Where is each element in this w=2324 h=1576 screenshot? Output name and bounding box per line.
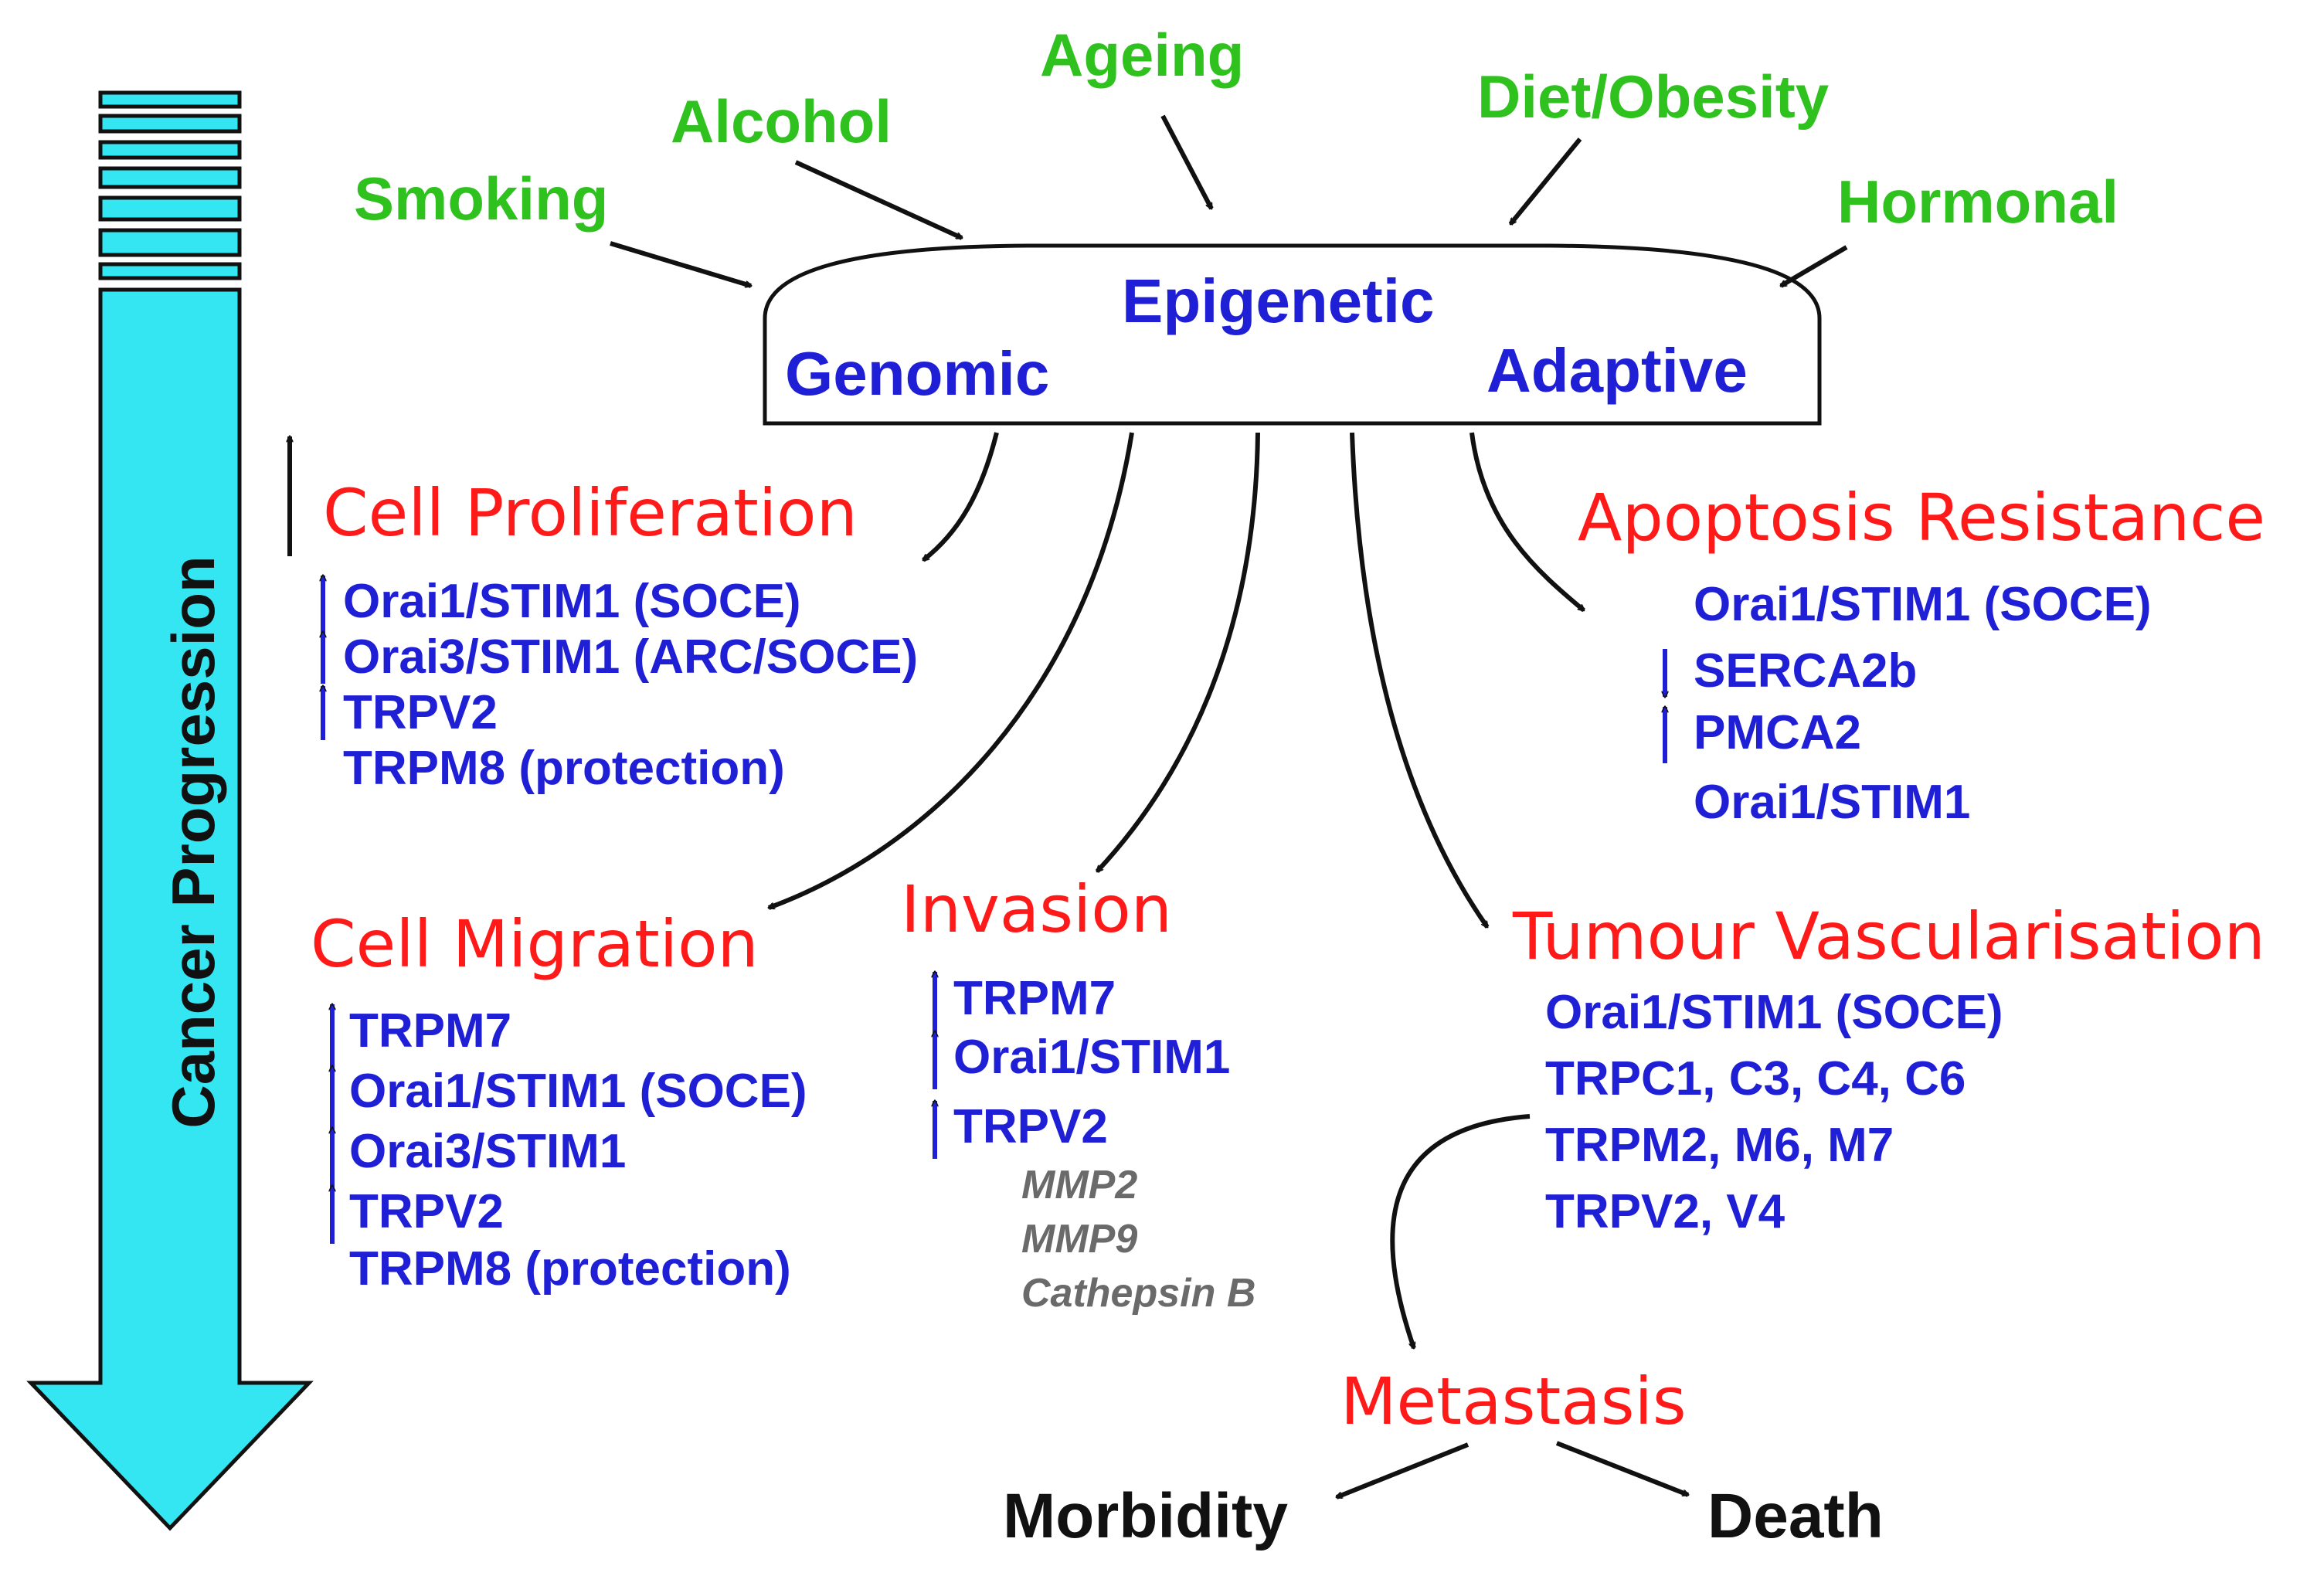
- factor-diet-obesity: Diet/Obesity: [1477, 63, 1830, 131]
- arrow-diet: [1508, 138, 1582, 224]
- category-invasion: Invasion: [901, 871, 1172, 947]
- outcome-morbidity: Morbidity: [1003, 1481, 1288, 1551]
- arrow-to-morbidity: [1337, 1442, 1469, 1500]
- hub-label-adaptive: Adaptive: [1486, 336, 1748, 405]
- list-item: Orai3/STIM1: [349, 1125, 627, 1178]
- enzyme-item: MMP9: [1021, 1217, 1138, 1262]
- arrow-to-metastasis: [1390, 1114, 1531, 1348]
- list-item: Orai1/STIM1 (SOCE): [1694, 578, 2152, 631]
- list-item: TRPM2, M6, M7: [1545, 1119, 1894, 1172]
- hub-label-epigenetic: Epigenetic: [1122, 267, 1435, 335]
- arrow-to-vascularisation: [1350, 432, 1490, 927]
- enzyme-item: MMP2: [1021, 1163, 1138, 1207]
- factor-alcohol: Alcohol: [671, 87, 892, 155]
- arrow-to-apoptosis: [1469, 432, 1584, 613]
- category-cell-migration: Cell Migration: [311, 906, 759, 982]
- list-item: PMCA2: [1694, 706, 1862, 759]
- list-item: TRPV2: [343, 686, 498, 739]
- list-item: Orai1/STIM1 (SOCE): [349, 1065, 807, 1118]
- category-metastasis: Metastasis: [1340, 1364, 1687, 1439]
- enzyme-item: Cathepsin B: [1021, 1271, 1256, 1316]
- arrow-smoking: [610, 241, 751, 286]
- hub-label-genomic: Genomic: [785, 339, 1050, 408]
- list-item: TRPV2: [953, 1100, 1108, 1153]
- list-item: TRPM8 (protection): [349, 1242, 791, 1296]
- list-item: TRPM8 (protection): [343, 742, 785, 795]
- list-item: TRPV2: [349, 1185, 504, 1238]
- list-item: TRPV2, V4: [1545, 1185, 1785, 1238]
- arrow-to-death: [1555, 1441, 1688, 1497]
- category-tumour-vascularisation: Tumour Vascularisation: [1513, 898, 2265, 974]
- outcome-death: Death: [1707, 1481, 1884, 1551]
- list-item: Orai1/STIM1: [1694, 776, 1971, 829]
- list-item: Orai1/STIM1 (SOCE): [1545, 986, 2003, 1039]
- list-item: TRPC1, C3, C4, C6: [1545, 1052, 1966, 1106]
- factor-ageing: Ageing: [1040, 21, 1245, 89]
- list-item: TRPM7: [953, 972, 1116, 1025]
- list-item: Orai1/STIM1 (SOCE): [343, 575, 801, 628]
- connector-arrows: [290, 114, 1848, 1500]
- cancer-progression-label: Cancer Progression: [159, 555, 227, 1129]
- arrow-to-proliferation: [923, 432, 999, 562]
- arrow-hormonal: [1781, 245, 1848, 288]
- factor-hormonal: Hormonal: [1837, 168, 2119, 236]
- arrow-to-invasion: [1095, 432, 1260, 871]
- hub-shape: [763, 243, 1822, 426]
- arrow-to-migration: [769, 432, 1134, 910]
- category-cell-proliferation: Cell Proliferation: [323, 475, 858, 551]
- arrow-ageing: [1160, 114, 1214, 209]
- factor-smoking: Smoking: [354, 165, 609, 233]
- regulation-arrows: [323, 576, 1665, 1244]
- arrow-alcohol: [794, 160, 962, 240]
- list-item: TRPM7: [349, 1004, 512, 1058]
- cancer-progression-arrow: [26, 90, 314, 1531]
- category-apoptosis-resistance: Apoptosis Resistance: [1578, 480, 2266, 555]
- list-item: Orai3/STIM1 (ARC/SOCE): [343, 630, 919, 684]
- list-item: Orai1/STIM1: [953, 1031, 1231, 1084]
- list-item: SERCA2b: [1694, 644, 1918, 698]
